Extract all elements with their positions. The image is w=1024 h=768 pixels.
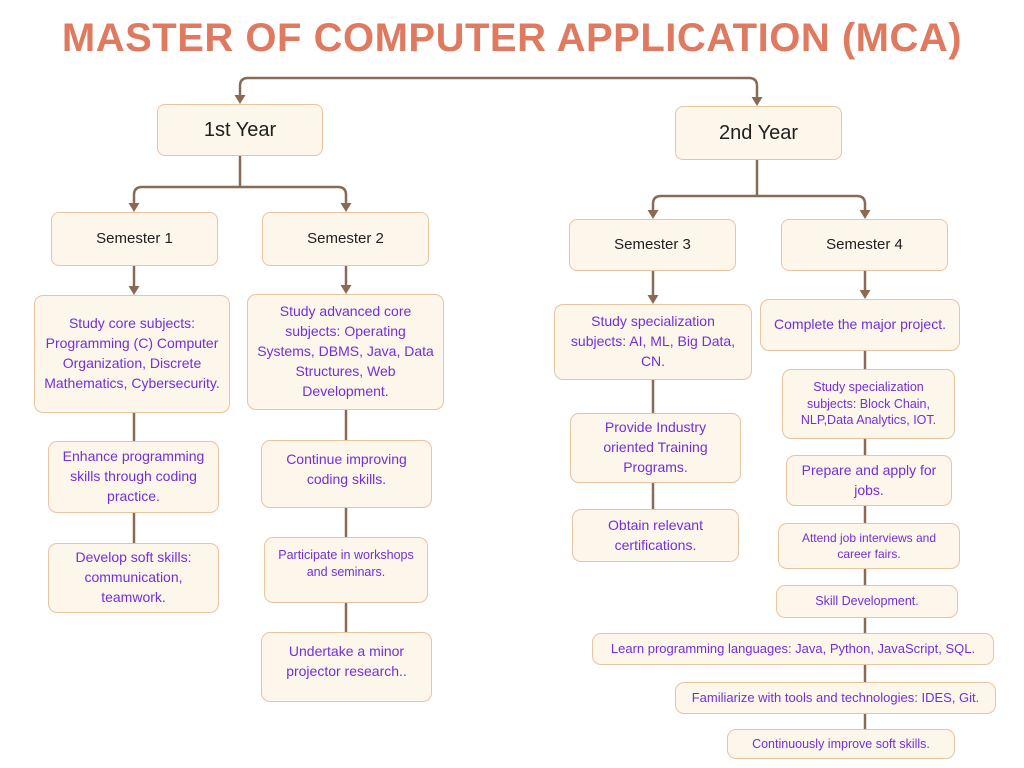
sem3-step-certifications: Obtain relevant certifications. xyxy=(572,509,739,562)
page-title: MASTER OF COMPUTER APPLICATION (MCA) xyxy=(61,16,963,60)
year-bracket-connector xyxy=(234,76,763,106)
sem1-step-core-subjects: Study core subjects: Programming (C) Com… xyxy=(34,295,230,413)
shared-step-programming-languages: Learn programming languages: Java, Pytho… xyxy=(592,633,994,665)
sem2-step-workshops: Participate in workshops and seminars. xyxy=(264,537,428,603)
year-1-node: 1st Year xyxy=(157,104,323,156)
year1-to-semesters-connector xyxy=(128,156,352,212)
semester-4-node: Semester 4 xyxy=(781,219,948,271)
shared-step-tools-technologies: Familiarize with tools and technologies:… xyxy=(675,682,996,714)
year2-to-semesters-connector xyxy=(647,160,871,219)
semester-2-node: Semester 2 xyxy=(262,212,429,266)
sem2-step-advanced-subjects: Study advanced core subjects: Operating … xyxy=(247,294,444,410)
sem4-step-interviews: Attend job interviews and career fairs. xyxy=(778,523,960,569)
sem2-step-minor-project: Undertake a minor projector research.. xyxy=(261,632,432,702)
year-2-node: 2nd Year xyxy=(675,106,842,160)
sem4-step-apply-jobs: Prepare and apply for jobs. xyxy=(786,455,952,506)
sem3-step-specialization: Study specialization subjects: AI, ML, B… xyxy=(554,304,752,380)
sem1-step-soft-skills: Develop soft skills: communication, team… xyxy=(48,543,219,613)
sem4-step-skill-development: Skill Development. xyxy=(776,585,958,618)
sem4-step-major-project: Complete the major project. xyxy=(760,299,960,351)
semester-3-node: Semester 3 xyxy=(569,219,736,271)
shared-step-improve-soft-skills: Continuously improve soft skills. xyxy=(727,729,955,759)
sem1-step-coding-practice: Enhance programming skills through codin… xyxy=(48,441,219,513)
sem2-step-coding-skills: Continue improving coding skills. xyxy=(261,440,432,508)
sem3-step-industry-training: Provide Industry oriented Training Progr… xyxy=(570,413,741,483)
semester-1-node: Semester 1 xyxy=(51,212,218,266)
sem4-step-specialization: Study specialization subjects: Block Cha… xyxy=(782,369,955,439)
